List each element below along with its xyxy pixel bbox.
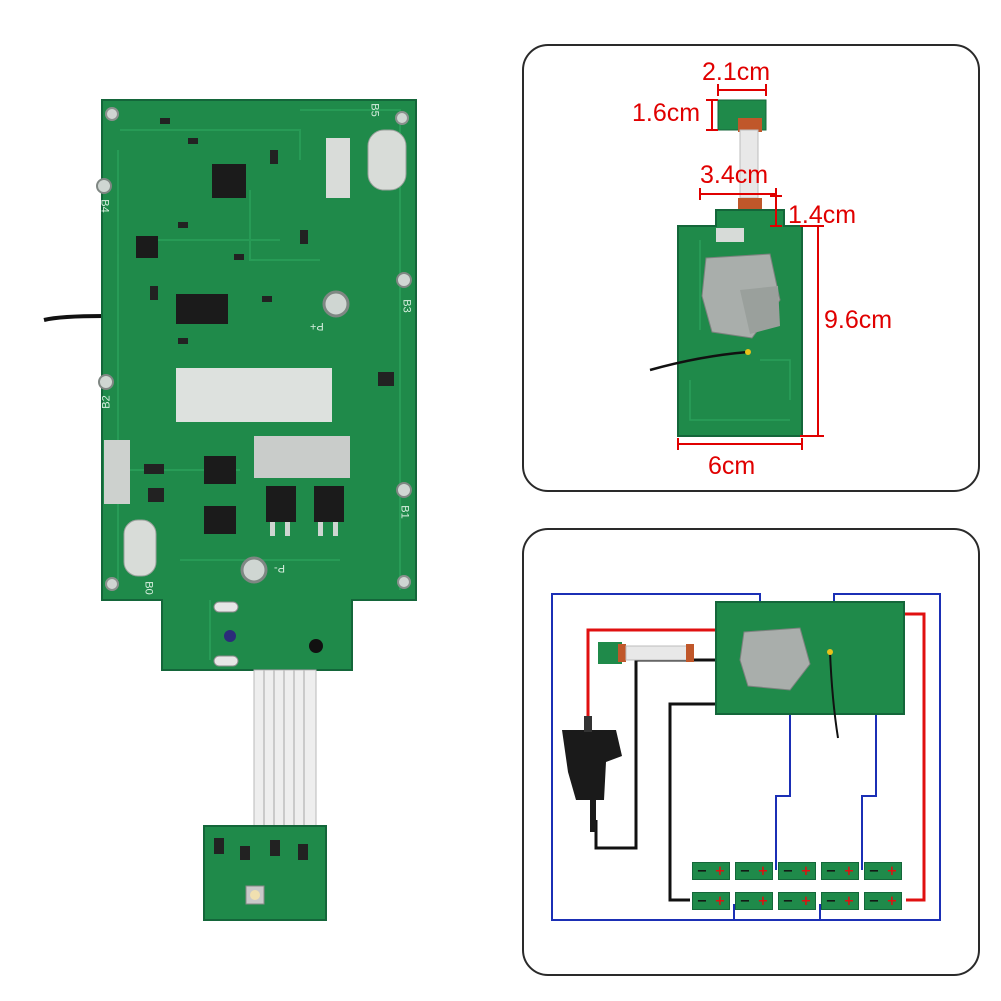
battery-cell: −+	[692, 862, 730, 880]
cell-plus-sign: +	[886, 893, 898, 909]
trigger-switch	[562, 730, 622, 832]
cell-minus-sign: −	[868, 863, 880, 879]
dim-board-width: 6cm	[708, 452, 756, 480]
pad-large-2	[254, 436, 350, 478]
cell-minus-sign: −	[868, 893, 880, 909]
cell-plus-sign: +	[757, 863, 769, 879]
dim-neck-height: 1.4cm	[788, 201, 857, 229]
cell-plus-sign: +	[843, 863, 855, 879]
cell-minus-sign: −	[739, 893, 751, 909]
cell-plus-sign: +	[800, 893, 812, 909]
dim-connector-width: 2.1cm	[702, 58, 771, 86]
thermistor-wire	[43, 314, 105, 322]
pad-large-1	[176, 368, 332, 422]
dim-neck-width: 3.4cm	[700, 161, 769, 189]
terminal-p-plus	[322, 290, 350, 318]
battery-cell: −+	[692, 892, 730, 910]
cell-plus-sign: +	[714, 863, 726, 879]
cell-minus-sign: −	[696, 863, 708, 879]
cell-plus-sign: +	[886, 863, 898, 879]
cell-minus-sign: −	[696, 893, 708, 909]
mosfets	[204, 456, 344, 534]
battery-cell: −+	[778, 862, 816, 880]
ic-mid	[176, 294, 228, 324]
cell-minus-sign: −	[825, 893, 837, 909]
cell-minus-sign: −	[739, 863, 751, 879]
battery-cell: −+	[735, 892, 773, 910]
battery-cell: −+	[864, 892, 902, 910]
battery-cell: −+	[821, 892, 859, 910]
battery-cell: −+	[735, 862, 773, 880]
battery-cell: −+	[864, 862, 902, 880]
battery-cell: −+	[821, 862, 859, 880]
cell-minus-sign: −	[782, 863, 794, 879]
dim-board-height: 9.6cm	[824, 306, 893, 334]
dim-connector-height: 1.6cm	[632, 99, 701, 127]
battery-cell: −+	[778, 892, 816, 910]
switch-board	[203, 825, 327, 921]
cell-plus-sign: +	[843, 893, 855, 909]
ic-top	[212, 164, 246, 198]
cell-plus-sign: +	[714, 893, 726, 909]
pad-b5	[367, 129, 407, 191]
cell-plus-sign: +	[757, 893, 769, 909]
terminal-p-minus	[240, 556, 268, 584]
ribbon-cable	[253, 669, 317, 831]
cell-plus-sign: +	[800, 863, 812, 879]
cell-minus-sign: −	[782, 893, 794, 909]
cell-minus-sign: −	[825, 863, 837, 879]
pad-b0	[123, 519, 157, 577]
